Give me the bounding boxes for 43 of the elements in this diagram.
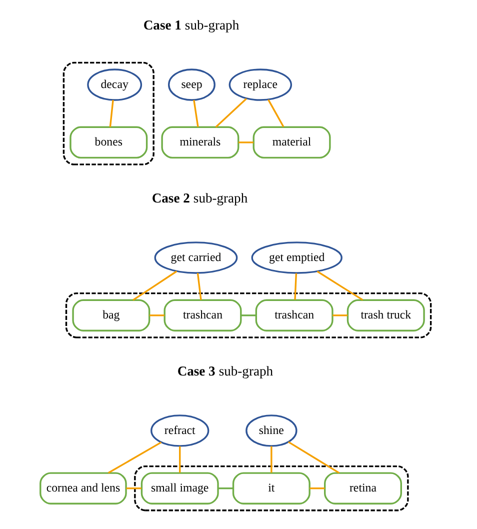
- label: Case 3 sub-graph: [176, 363, 273, 378]
- label: Case 2 sub-graph: [151, 190, 248, 206]
- connector: [267, 99, 284, 128]
- node-box: bag: [72, 299, 150, 332]
- connector: [214, 98, 247, 128]
- cluster: [64, 292, 432, 338]
- connector: [240, 314, 256, 316]
- connector: [148, 314, 164, 316]
- node-ellipse: seep: [168, 68, 215, 101]
- node-ellipse: refract: [150, 414, 209, 447]
- connector: [196, 272, 202, 300]
- connector: [288, 441, 340, 474]
- connector: [132, 270, 177, 301]
- connector: [192, 100, 198, 128]
- connector: [126, 487, 141, 490]
- node-box: small image: [140, 472, 218, 504]
- connector: [107, 442, 162, 474]
- node-ellipse: get carried: [154, 242, 238, 274]
- connector: [178, 446, 180, 473]
- cluster: [62, 62, 154, 166]
- connector: [309, 487, 324, 490]
- node-box: it: [232, 472, 310, 504]
- connector: [294, 273, 297, 300]
- node-box: material: [252, 126, 330, 159]
- connector: [238, 142, 253, 144]
- node-ellipse: replace: [228, 68, 292, 101]
- node-box: trashcan: [254, 299, 333, 332]
- connector: [332, 314, 348, 316]
- connector: [108, 100, 114, 128]
- connector: [316, 270, 363, 301]
- label: Case 1 sub-graph: [142, 17, 239, 32]
- node-box: bones: [69, 126, 148, 159]
- cluster: [134, 465, 408, 512]
- connector: [270, 446, 272, 473]
- node-box: trash truck: [346, 299, 424, 332]
- node-box: retina: [324, 472, 402, 504]
- connector: [218, 487, 233, 490]
- node-box: cornea and lens: [39, 472, 126, 504]
- node-ellipse: get emptied: [250, 242, 342, 274]
- node-box: trashcan: [163, 299, 242, 332]
- node-ellipse: shine: [245, 414, 297, 447]
- node-ellipse: decay: [86, 68, 142, 101]
- node-box: minerals: [160, 126, 239, 159]
